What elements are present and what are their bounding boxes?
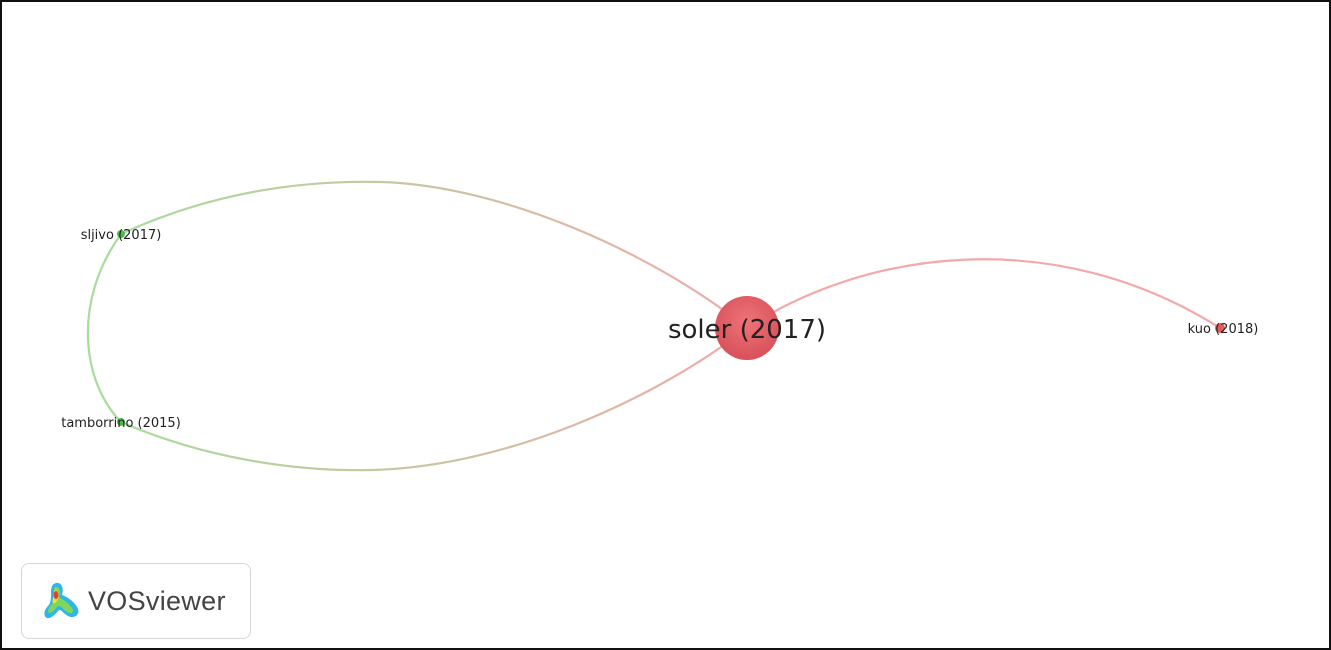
- node-soler[interactable]: [715, 296, 779, 360]
- node-sljivo[interactable]: [117, 230, 125, 238]
- link-sljivo-tamborrino: [86, 233, 122, 423]
- vosviewer-brand: VOSviewer: [21, 563, 251, 639]
- node-tamborrino[interactable]: [117, 418, 125, 426]
- link-soler-kuo: [746, 258, 1221, 329]
- vosviewer-logo-icon: [44, 582, 79, 619]
- node-label-sljivo[interactable]: sljivo (2017): [81, 228, 162, 243]
- node-label-tamborrino[interactable]: tamborrino (2015): [61, 416, 181, 431]
- node-label-soler[interactable]: soler (2017): [668, 315, 826, 345]
- link-soler-sljivo: [120, 180, 748, 329]
- brand-name: VOSviewer: [88, 585, 226, 616]
- node-kuo[interactable]: [1215, 323, 1225, 333]
- link-soler-tamborrino: [120, 327, 748, 472]
- node-label-kuo[interactable]: kuo (2018): [1188, 322, 1259, 337]
